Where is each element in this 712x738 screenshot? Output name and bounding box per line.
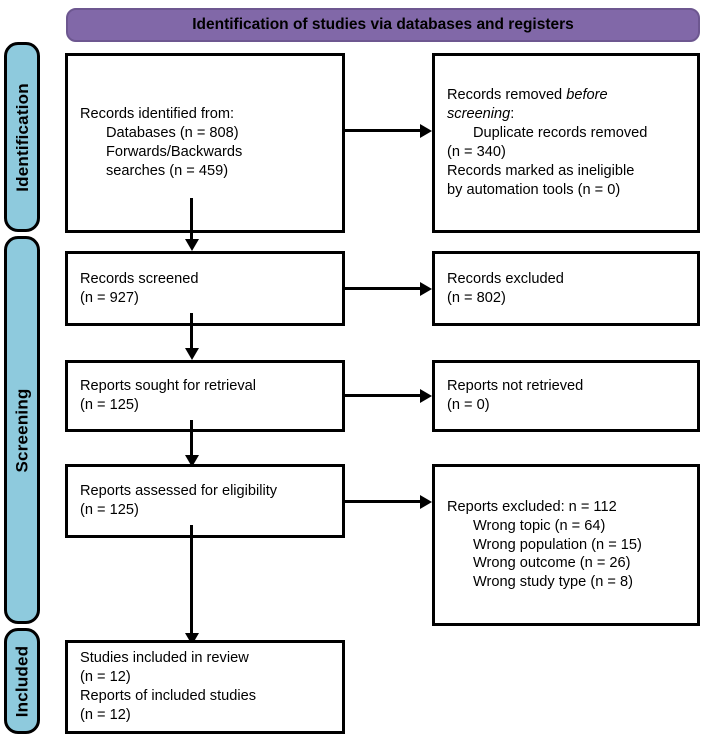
box-line: Records excluded [447,270,564,287]
box-records-removed: Records removed before screening: Duplic… [432,53,700,233]
connector-assessed-to-included [190,525,193,640]
box-line: Reports assessed for eligibility [80,483,278,500]
connector-screened-to-excluded [345,287,422,290]
box-line: Records removed before [447,86,685,105]
box-line: by automation tools (n = 0) [447,181,621,198]
box-line: searches (n = 459) [106,162,229,179]
box-line: Records screened [80,270,199,287]
box-line-text: Records removed [447,87,567,104]
box-line: Reports sought for retrieval [80,378,257,395]
connector-screened-to-sought [190,313,193,355]
box-records-screened: Records screened (n = 927) [65,251,345,326]
box-line: Records identified from: [80,106,235,123]
box-line: Reports of included studies [80,688,257,704]
box-reports-assessed: Reports assessed for eligibility (n = 12… [65,464,345,538]
box-reports-not-retrieved: Reports not retrieved (n = 0) [432,360,700,432]
box-line: (n = 927) [80,289,139,306]
box-line-emphasis: screening [447,106,511,123]
box-line: (n = 340) [447,144,506,160]
box-line: Reports not retrieved [447,378,584,395]
box-line: screening: [447,105,685,124]
box-line: (n = 0) [447,397,490,413]
box-line: (n = 802) [447,289,506,306]
box-line: Wrong outcome (n = 26) [473,555,631,572]
connector-identified-to-removed [345,129,422,132]
box-line: (n = 125) [80,397,139,413]
phase-band-screening: Screening [4,236,40,624]
box-studies-included: Studies included in review (n = 12) Repo… [65,640,345,734]
box-line: (n = 125) [80,502,139,518]
box-line: Records marked as ineligible [447,162,635,179]
diagram-header-banner: Identification of studies via databases … [66,8,700,42]
box-line: Wrong topic (n = 64) [473,517,606,534]
box-line: (n = 12) [80,669,131,686]
phase-band-included: Included [4,628,40,734]
connector-sought-to-assessed [190,420,193,462]
box-line: Studies included in review [80,650,249,667]
box-line: Duplicate records removed [473,125,648,142]
box-line-emphasis: before [566,87,608,104]
diagram-title: Identification of studies via databases … [192,16,574,34]
box-line: Wrong study type (n = 8) [473,574,633,591]
arrowhead-identified-to-removed [420,123,432,138]
box-reports-excluded: Reports excluded: n = 112 Wrong topic (n… [432,464,700,626]
arrowhead-sought-to-not-retrieved [420,388,432,403]
arrowhead-identified-to-screened [184,239,199,251]
box-line: Wrong population (n = 15) [473,536,642,553]
phase-label-identification: Identification [12,82,32,192]
box-records-excluded: Records excluded (n = 802) [432,251,700,326]
box-line-text: : [510,106,515,123]
phase-band-identification: Identification [4,42,40,232]
box-line: Databases (n = 808) [106,125,239,142]
arrowhead-screened-to-excluded [420,281,432,296]
connector-assessed-to-excluded [345,500,422,503]
phase-label-screening: Screening [12,388,32,472]
box-line: Forwards/Backwards [106,144,243,160]
box-line: (n = 12) [80,706,131,723]
arrowhead-assessed-to-excluded [420,494,432,509]
phase-label-included: Included [12,645,32,717]
connector-identified-to-screened [190,198,193,246]
box-records-identified: Records identified from: Databases (n = … [65,53,345,233]
arrowhead-screened-to-sought [184,348,199,360]
box-line: Reports excluded: n = 112 [447,498,617,515]
connector-sought-to-not-retrieved [345,394,422,397]
box-reports-sought: Reports sought for retrieval (n = 125) [65,360,345,432]
